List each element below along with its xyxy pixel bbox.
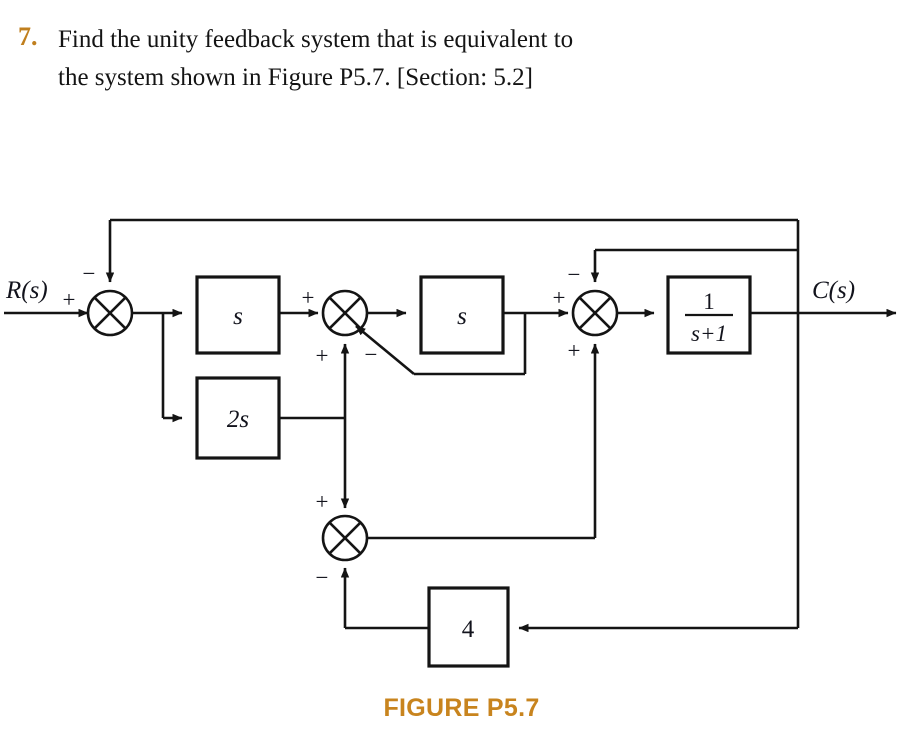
summer-4-sign-bottom: −	[316, 565, 329, 590]
block-s2-label: s	[457, 303, 467, 330]
block-lag-denominator: s+1	[691, 321, 727, 346]
figure-caption: FIGURE P5.7	[383, 694, 540, 722]
block-s1-label: s	[233, 303, 243, 330]
summer-3-sign-bottom: +	[568, 338, 581, 363]
problem-text: Find the unity feedback system that is e…	[58, 21, 896, 97]
summer-3-sign-left: +	[553, 285, 566, 310]
problem-statement: 7. Find the unity feedback system that i…	[0, 8, 900, 94]
summer-4-sign-top: +	[316, 489, 329, 514]
summer-1-sign-left: +	[63, 287, 76, 312]
problem-text-line-1: Find the unity feedback system that is e…	[58, 26, 574, 53]
summer-1-sign-top: −	[83, 261, 96, 286]
summer-3-cross-b	[578, 296, 612, 330]
summer-2-sign-left: +	[302, 285, 315, 310]
problem-text-line-2: the system shown in Figure P5.7. [Sectio…	[58, 64, 533, 91]
block-s2	[419, 275, 505, 355]
wire-s2-feedback-diagonal	[355, 324, 415, 376]
block-s1	[195, 275, 281, 355]
summer-1-cross-b	[93, 296, 127, 330]
summer-2-cross-b	[328, 296, 362, 330]
block-gain4-label: 4	[462, 616, 475, 643]
summer-2-sign-bottom-left: +	[316, 343, 329, 368]
summer-2-sign-diagonal: −	[365, 342, 378, 367]
summer-3-sign-top: −	[568, 262, 581, 287]
output-signal-label: C(s)	[812, 277, 855, 304]
summer-4-cross-b	[328, 521, 362, 555]
problem-number: 7.	[18, 22, 38, 51]
input-signal-label: R(s)	[5, 277, 48, 304]
block-2s-label: 2s	[227, 406, 249, 433]
block-lag-numerator: 1	[703, 289, 715, 314]
